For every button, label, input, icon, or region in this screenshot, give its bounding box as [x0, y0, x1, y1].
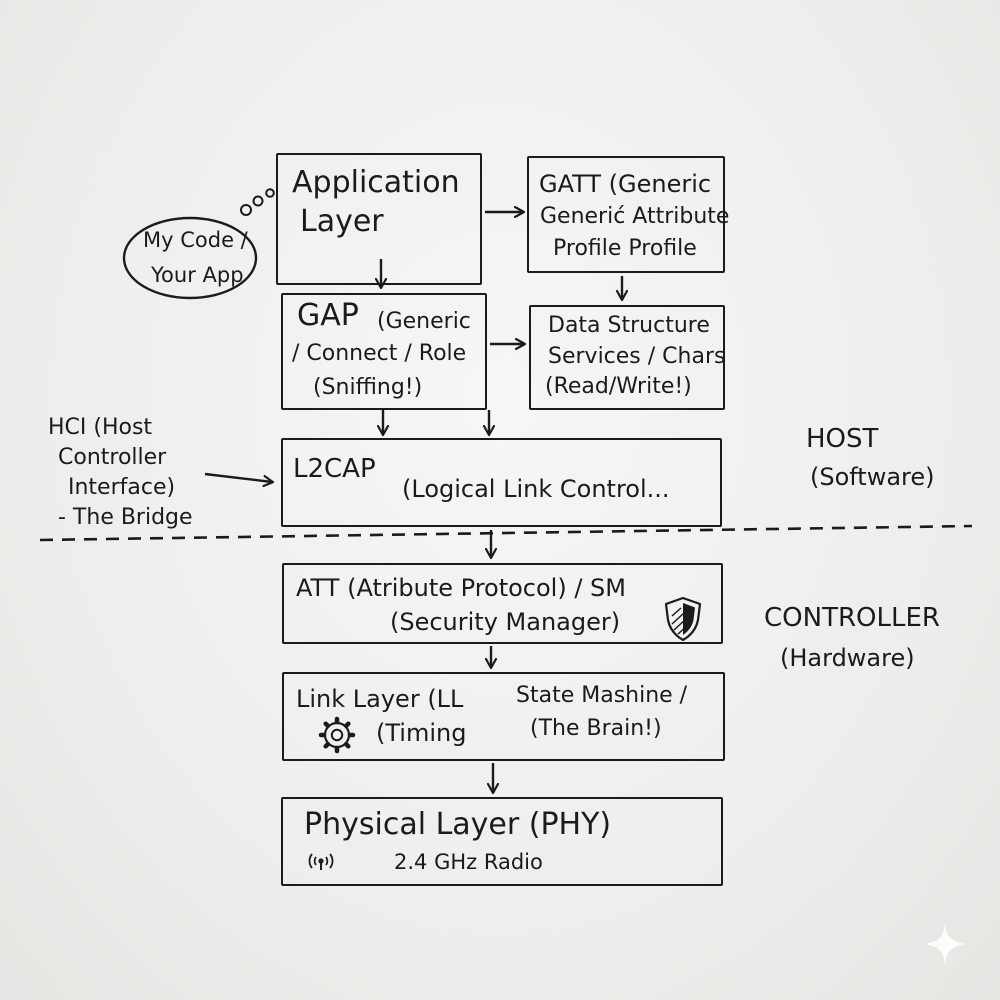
link-layer-box [282, 672, 725, 761]
hci-line1: HCI (Host [48, 415, 153, 440]
gatt-box [527, 156, 725, 273]
l2cap-title: L2CAP [293, 454, 376, 484]
att-sm-box [282, 563, 723, 644]
bubble-line1: My Code / [143, 228, 248, 252]
gatt-line1: GATT (Generic [539, 170, 712, 198]
host-label: HOST [806, 424, 879, 454]
link-layer-line2b: (The Brain!) [530, 716, 662, 741]
physical-layer-subtitle: 2.4 GHz Radio [394, 850, 543, 874]
l2cap-subtitle: (Logical Link Control... [402, 475, 670, 503]
hci-line2: Controller [58, 445, 167, 470]
link-layer-line1a: Link Layer (LL [296, 685, 464, 713]
data-structure-line1: Data Structure [548, 313, 710, 338]
gatt-line2: Generić Attribute [540, 204, 730, 229]
gap-box [281, 293, 487, 410]
application-layer-line2: Layer [300, 204, 384, 239]
link-layer-line2a: (Timing [376, 719, 467, 747]
controller-sublabel: (Hardware) [780, 644, 915, 672]
gap-line2: / Connect / Role [292, 341, 467, 366]
gatt-line3: Profile Profile [553, 236, 697, 261]
gap-line3: (Sniffing!) [313, 375, 423, 400]
hci-line3: Interface) [68, 475, 176, 500]
gap-title: GAP [297, 298, 359, 333]
att-line1: ATT (Atribute Protocol) / SM [296, 574, 626, 602]
physical-layer-title: Physical Layer (PHY) [304, 807, 612, 842]
data-structure-line2: Services / Chars [548, 344, 726, 369]
bubble-line2: Your App [151, 263, 244, 287]
data-structure-line3: (Read/Write!) [545, 374, 692, 399]
att-line2: (Security Manager) [390, 608, 621, 636]
hci-line4: - The Bridge [58, 505, 193, 530]
controller-label: CONTROLLER [764, 603, 940, 633]
host-sublabel: (Software) [810, 463, 935, 491]
physical-layer-box [281, 797, 723, 886]
application-layer-line1: Application [292, 165, 460, 200]
data-structure-box [529, 305, 725, 410]
link-layer-line1b: State Mashine / [516, 683, 688, 708]
gap-line1: (Generic [377, 309, 471, 334]
